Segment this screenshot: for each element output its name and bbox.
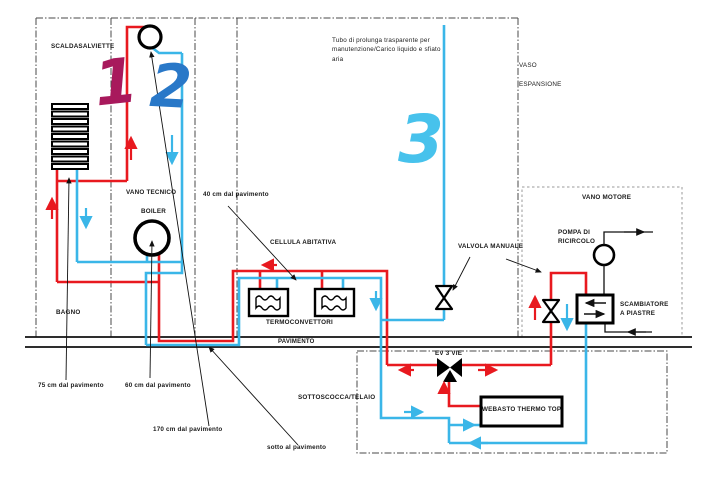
label-pavimento: PAVIMENTO	[278, 339, 315, 345]
manual-valve-fill-tube	[434, 284, 454, 311]
label-bagno: BAGNO	[56, 309, 81, 316]
label-tubo-note: Tubo di prolunga trasparente per manuten…	[332, 37, 441, 63]
annotation-lines	[65, 51, 542, 446]
label-pompa-line1: POMPA DI	[558, 229, 591, 236]
label-termoconvettori: TERMOCONVETTORI	[266, 319, 333, 326]
label-vano-tecnico: VANO TECNICO	[126, 189, 177, 196]
annotation-75cm: 75 cm dal pavimento	[38, 382, 104, 389]
annotation-60cm: 60 cm dal pavimento	[125, 382, 191, 389]
convector-heaters	[247, 287, 356, 318]
label-ev-3-vie: EV 3 VIE	[435, 350, 463, 357]
circuit-number-1: 1	[91, 43, 142, 120]
label-scambiatore-line1: SCAMBIATORE	[620, 301, 669, 308]
label-sottoscocca: SOTTOSCOCCA/TELAIO	[298, 394, 376, 401]
sottoscocca-box	[356, 350, 668, 454]
plate-heat-exchanger-box	[575, 293, 615, 325]
circuit-number-2: 2	[148, 51, 193, 123]
label-scambiatore-line2: A PIASTRE	[620, 310, 656, 317]
label-scaldasalviette: SCALDASALVIETTE	[51, 43, 115, 50]
label-pompa-line2: RICIRCOLO	[558, 238, 596, 245]
label-cellula-abitativa: CELLULA ABITATIVA	[270, 239, 337, 246]
floor-lines	[25, 336, 692, 348]
cold-flow-arrows	[79, 135, 574, 450]
label-boiler: BOILER	[141, 208, 166, 215]
hot-flow-arrows	[45, 135, 542, 394]
recirculation-pump-circle	[592, 243, 616, 267]
label-vaso-line2: ESPANSIONE	[519, 81, 562, 88]
cold-water-pipes	[75, 25, 588, 445]
air-vent-circle	[137, 24, 163, 50]
webasto-box	[479, 395, 564, 428]
three-way-valve	[437, 358, 462, 382]
circuit-number-3: 3	[398, 101, 444, 178]
engine-coolant-arrows	[624, 228, 646, 336]
annotation-sotto-pavimento: sotto al pavimento	[267, 444, 327, 451]
manual-valve-engine-line	[541, 298, 561, 324]
label-webasto: WEBASTO THERMO TOP	[482, 406, 562, 413]
annotation-40cm: 40 cm dal pavimento	[203, 191, 269, 198]
room-dashed-walls	[35, 17, 668, 454]
label-vano-motore: VANO MOTORE	[582, 194, 632, 201]
towel-radiator	[51, 103, 89, 170]
label-valvola-manuale: VALVOLA MANUALE	[458, 243, 524, 250]
label-vaso-line1: VASO	[519, 62, 537, 69]
annotation-170cm: 170 cm dal pavimento	[153, 426, 223, 433]
